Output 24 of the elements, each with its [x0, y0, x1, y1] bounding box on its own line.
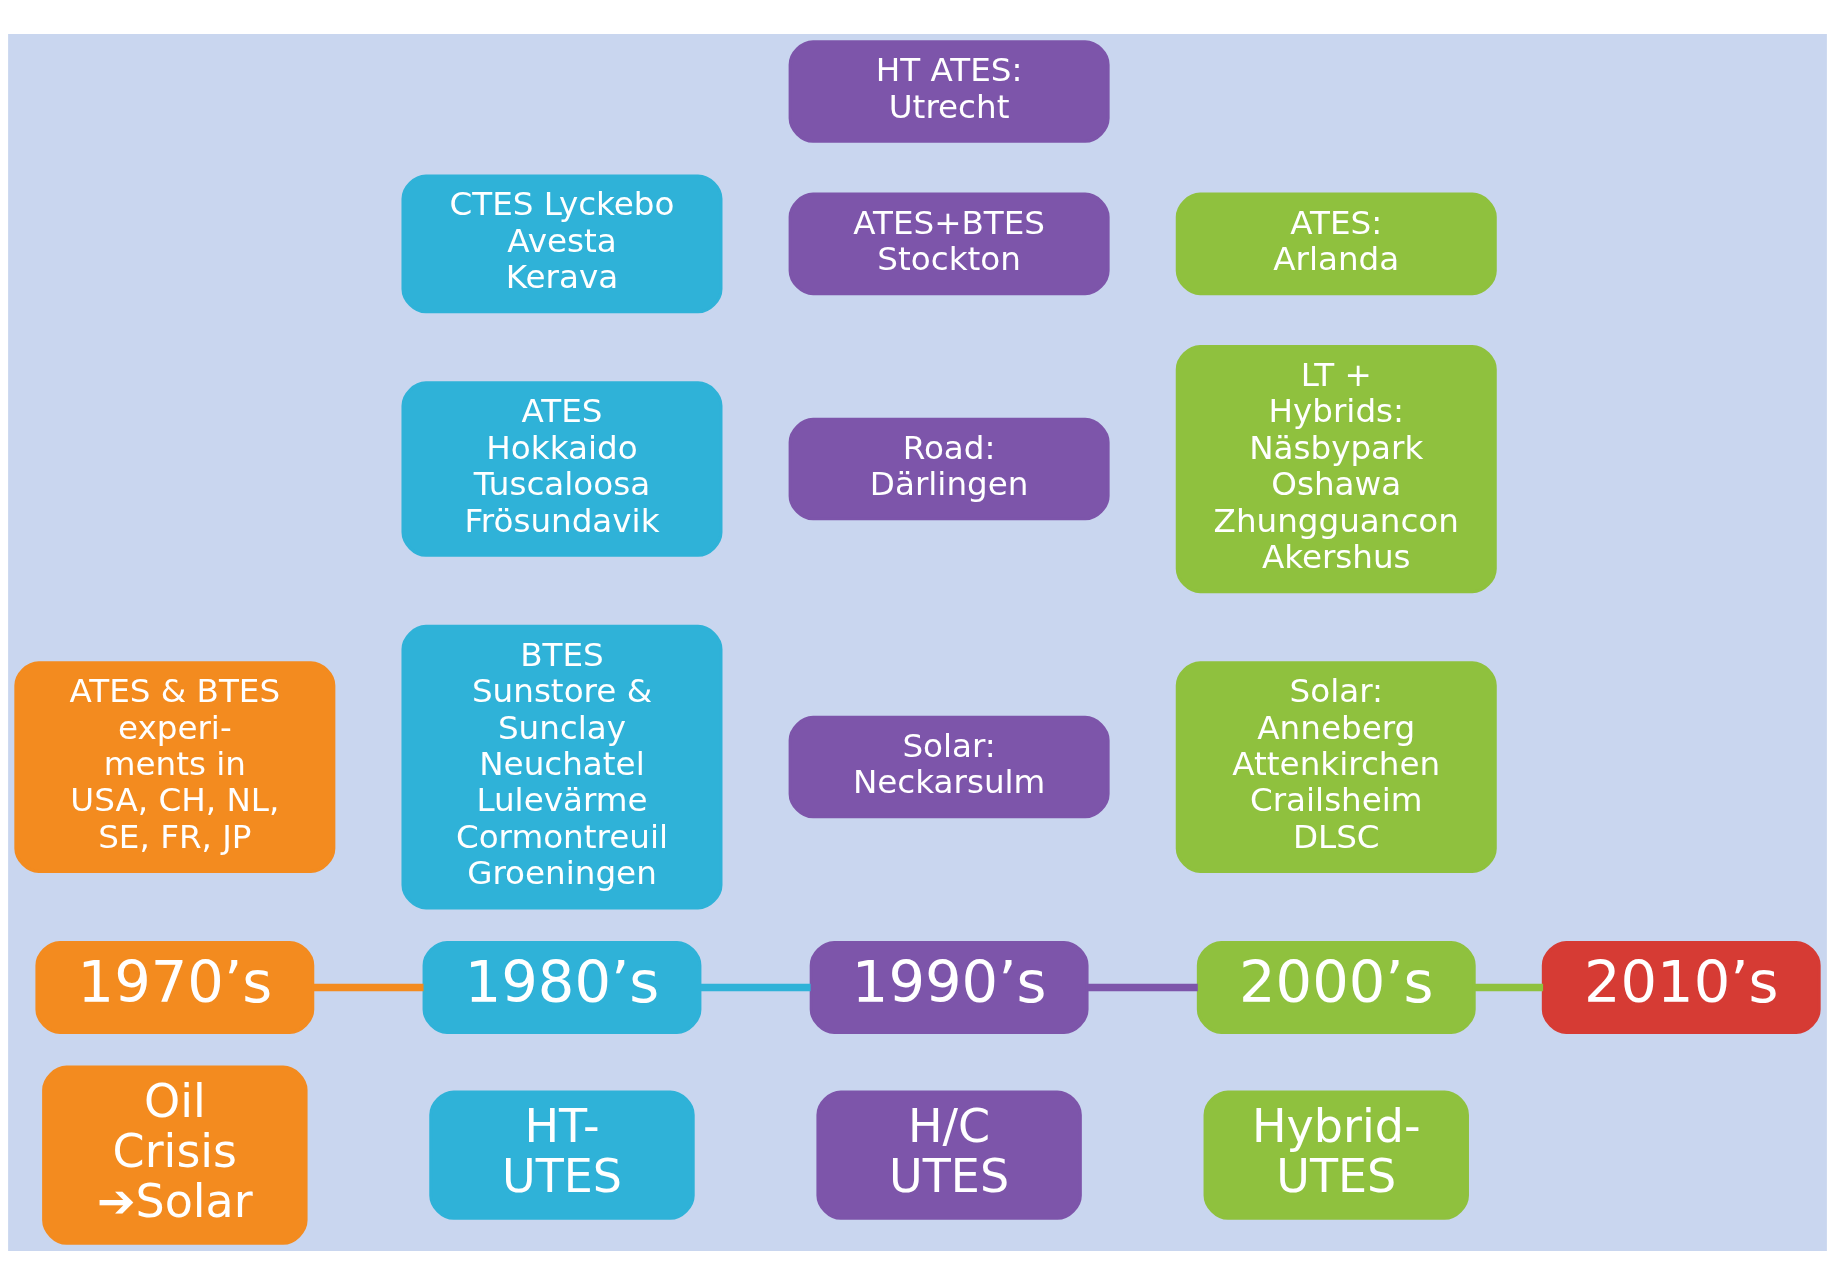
node-box: Solar: Anneberg Attenkirchen Crailsheim DLSC	[1175, 661, 1497, 873]
connector	[313, 983, 424, 992]
node-box: LT + Hybrids: Näsbypark Oshawa Zhungguancon Akershus	[1175, 344, 1497, 594]
node-box: CTES Lyckebo Avesta Kerava	[401, 174, 723, 314]
node-box: ATES & BTES experi- ments in USA, CH, NL, SE, FR, JP	[14, 661, 336, 873]
node-box: 1970’s	[35, 941, 315, 1034]
node-box: Solar: Neckarsulm	[788, 715, 1110, 819]
node-box: 1990’s	[809, 941, 1089, 1034]
node-box: 2010’s	[1541, 941, 1821, 1034]
node-box: Oil Crisis ➔Solar	[42, 1065, 308, 1245]
connector	[1474, 983, 1544, 992]
node-box: ATES+BTES Stockton	[788, 192, 1110, 296]
connector	[1087, 983, 1198, 992]
node-box: 2000’s	[1196, 941, 1476, 1034]
node-box: BTES Sunstore & Sunclay Neuchatel Lulevärme Cormontreuil Groeningen	[401, 624, 723, 910]
node-box: HT- UTES	[429, 1090, 695, 1220]
connector	[700, 983, 811, 992]
node-box: Road: Därlingen	[788, 417, 1110, 521]
node-box: Hybrid- UTES	[1203, 1090, 1469, 1220]
node-box: 1980’s	[422, 941, 702, 1034]
node-box: ATES Hokkaido Tuscaloosa Frösundavik	[401, 381, 723, 557]
node-box: HT ATES: Utrecht	[788, 40, 1110, 143]
node-box: ATES: Arlanda	[1175, 192, 1497, 296]
node-box: H/C UTES	[816, 1090, 1082, 1220]
